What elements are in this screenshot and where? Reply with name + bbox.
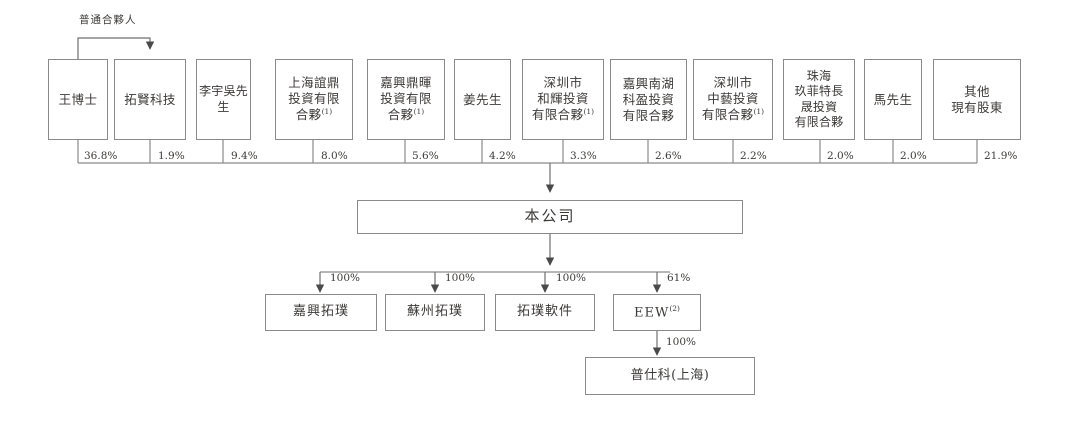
shareholder-name-jxnanhu: 嘉興南湖 科盈投資 有限合夥 [622, 75, 675, 123]
subsidiary-name-tuopusw: 拓璞軟件 [516, 304, 573, 320]
subsidiary-name-eew: EEW(2) [634, 303, 680, 320]
shareholder-name-liyuwu: 李宇吳先生 [199, 84, 248, 114]
percent-label-others: 21.9% [984, 150, 1018, 162]
percent-label-szzhongyi: 2.2% [740, 150, 767, 162]
footnote-marker-eew: (2) [669, 303, 680, 313]
percent-label-tuopusw: 100% [556, 272, 587, 284]
sub-subsidiary-name-pushike: 普仕科(上海) [630, 367, 710, 383]
percent-label-szhtuopu: 100% [445, 272, 476, 284]
shareholder-name-wang: 王博士 [58, 91, 98, 107]
subsidiary-name-szhtuopu: 蘇州拓璞 [406, 304, 463, 320]
percent-label-pushike: 100% [666, 336, 697, 348]
footnote-marker-jxdinghui: (1) [413, 107, 425, 117]
percent-label-jxtuopu: 100% [330, 272, 361, 284]
shareholder-box-tuoxian[interactable]: 拓賢科技 [114, 59, 186, 140]
subsidiary-box-jxtuopu[interactable]: 嘉興拓璞 [265, 294, 377, 331]
shareholder-name-szhehui: 深圳市 和輝投資 有限合夥(1) [531, 75, 595, 123]
shareholder-box-zhjiufeite[interactable]: 珠海 玖菲特長 晟投資 有限合夥 [783, 59, 855, 140]
shareholder-box-shyiding[interactable]: 上海誼鼎 投資有限 合夥(1) [275, 59, 353, 140]
sub-subsidiary-box-pushike[interactable]: 普仕科(上海) [585, 357, 755, 395]
shareholder-name-others: 其他 現有股東 [951, 83, 1003, 115]
percent-label-shyiding: 8.0% [321, 150, 348, 162]
shareholder-box-ma[interactable]: 馬先生 [864, 59, 922, 140]
shareholder-name-jxdinghui: 嘉興鼎暉 投資有限 合夥(1) [380, 75, 432, 123]
percent-label-eew: 61% [667, 272, 691, 284]
shareholder-name-szzhongyi: 深圳市 中藝投資 有限合夥(1) [701, 75, 765, 123]
percent-label-jxdinghui: 5.6% [412, 150, 439, 162]
subsidiary-name-jxtuopu: 嘉興拓璞 [292, 304, 349, 320]
shareholder-box-jxnanhu[interactable]: 嘉興南湖 科盈投資 有限合夥 [610, 59, 687, 140]
edge-gp-wang-to-tuoxian [77, 37, 155, 59]
shareholder-box-others[interactable]: 其他 現有股東 [933, 59, 1021, 140]
shareholder-name-zhjiufeite: 珠海 玖菲特長 晟投資 有限合夥 [794, 68, 844, 129]
shareholder-name-jiang: 姜先生 [463, 91, 502, 107]
percent-label-tuoxian: 1.9% [158, 150, 185, 162]
percent-label-ma: 2.0% [900, 150, 927, 162]
shareholder-box-jiang[interactable]: 姜先生 [454, 59, 511, 140]
percent-label-wang: 36.8% [84, 150, 118, 162]
subsidiary-box-eew[interactable]: EEW(2) [613, 294, 701, 331]
percent-label-liyuwu: 9.4% [231, 150, 258, 162]
shareholder-box-wang[interactable]: 王博士 [48, 59, 108, 140]
percent-label-zhjiufeite: 2.0% [827, 150, 854, 162]
shareholder-name-ma: 馬先生 [873, 91, 913, 107]
shareholder-box-jxdinghui[interactable]: 嘉興鼎暉 投資有限 合夥(1) [367, 59, 445, 140]
shareholder-name-shyiding: 上海誼鼎 投資有限 合夥(1) [288, 75, 340, 123]
company-name: 本公司 [524, 207, 576, 226]
footnote-marker-shyiding: (1) [321, 107, 333, 117]
subsidiary-box-tuopusw[interactable]: 拓璞軟件 [495, 294, 595, 331]
shareholder-box-szzhongyi[interactable]: 深圳市 中藝投資 有限合夥(1) [693, 59, 773, 140]
shareholder-box-szhehui[interactable]: 深圳市 和輝投資 有限合夥(1) [522, 59, 604, 140]
company-box[interactable]: 本公司 [357, 200, 743, 234]
shareholder-box-liyuwu[interactable]: 李宇吳先生 [196, 59, 251, 140]
footnote-marker-szhehui: (1) [583, 107, 595, 117]
percent-label-jxnanhu: 2.6% [655, 150, 682, 162]
footnote-marker-szzhongyi: (1) [753, 107, 765, 117]
subsidiary-box-szhtuopu[interactable]: 蘇州拓璞 [385, 294, 485, 331]
percent-label-szhehui: 3.3% [570, 150, 597, 162]
percent-label-jiang: 4.2% [489, 150, 516, 162]
shareholder-name-tuoxian: 拓賢科技 [124, 91, 176, 107]
general-partner-label: 普通合夥人 [79, 14, 137, 26]
